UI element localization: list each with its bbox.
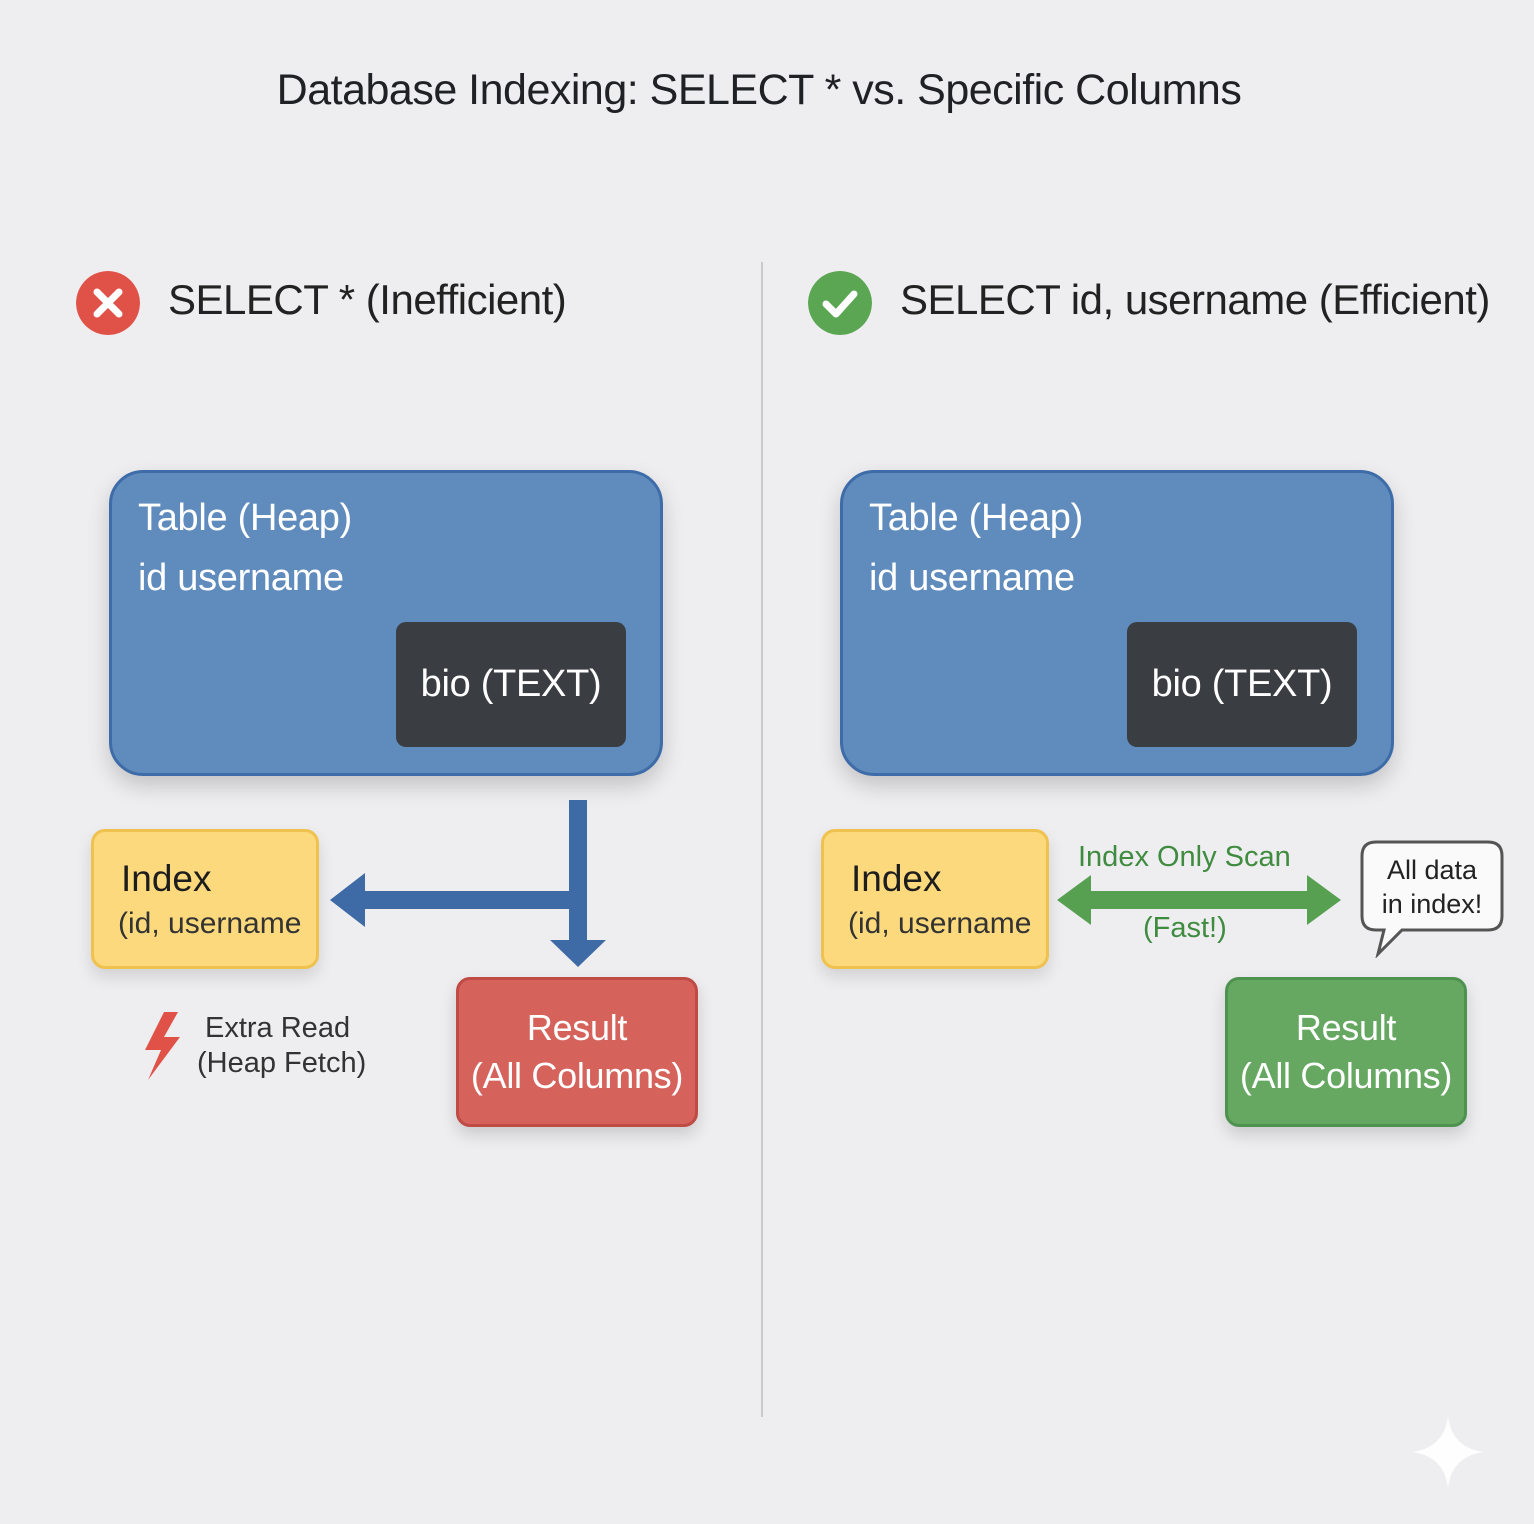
bubble-line-2: in index! (1381, 889, 1483, 919)
left-index-columns: (id, username (118, 907, 302, 940)
left-heading: SELECT * (Inefficient) (168, 276, 567, 323)
left-result-columns: (All Columns) (470, 1055, 684, 1096)
speech-bubble (1360, 840, 1504, 958)
left-table-columns: id username (138, 557, 344, 599)
panel-divider (761, 262, 763, 1417)
left-result-title: Result (526, 1007, 628, 1048)
left-table-title: Table (Heap) (138, 497, 352, 539)
right-result-columns: (All Columns) (1239, 1055, 1453, 1096)
index-only-scan-arrow (1057, 875, 1341, 925)
lightning-icon (145, 1012, 180, 1080)
down-arrow-shaft (569, 800, 587, 940)
right-index-columns: (id, username (848, 907, 1032, 940)
left-arrow-shaft (358, 891, 587, 909)
left-index-title: Index (121, 858, 212, 899)
right-index-box: Index (id, username (821, 829, 1049, 969)
left-bio-column: bio (TEXT) (396, 622, 626, 747)
right-heading: SELECT id, username (Efficient) (900, 276, 1490, 323)
page-title: Database Indexing: SELECT * vs. Specific… (276, 66, 1242, 114)
right-result-box: Result (All Columns) (1225, 977, 1467, 1127)
left-arrow-head (330, 873, 365, 927)
fast-label: (Fast!) (1143, 912, 1227, 944)
right-table-title: Table (Heap) (869, 497, 1083, 539)
heap-fetch-arrows (330, 800, 606, 967)
right-index-title: Index (851, 858, 942, 899)
right-table-box: Table (Heap) id username bio (TEXT) (840, 470, 1394, 776)
bubble-line-1: All data (1386, 855, 1478, 885)
right-table-columns: id username (869, 557, 1075, 599)
sparkle-icon (1412, 1416, 1484, 1488)
heap-fetch-label: (Heap Fetch) (197, 1047, 367, 1079)
left-result-box: Result (All Columns) (456, 977, 698, 1127)
extra-read-label: Extra Read (205, 1012, 351, 1044)
right-bio-column: bio (TEXT) (1127, 622, 1357, 747)
down-arrow-head (550, 940, 606, 967)
index-only-scan-label: Index Only Scan (1078, 841, 1291, 873)
x-circle-icon (76, 271, 140, 335)
left-table-box: Table (Heap) id username bio (TEXT) (109, 470, 663, 776)
check-circle-icon (808, 271, 872, 335)
right-result-title: Result (1295, 1007, 1397, 1048)
left-index-box: Index (id, username (91, 829, 319, 969)
